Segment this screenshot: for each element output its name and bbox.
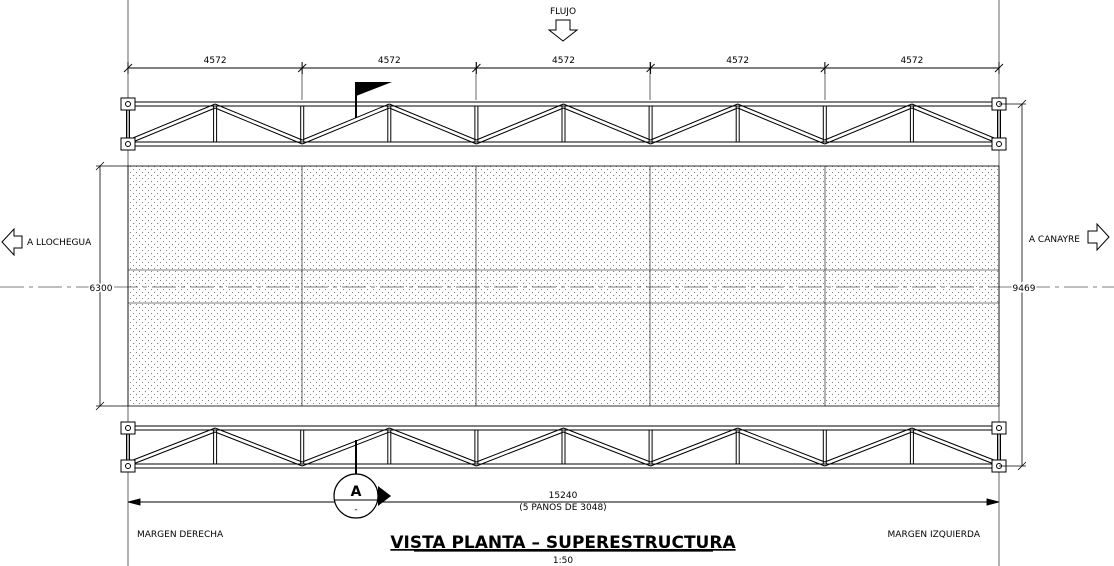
total-width-label: 9469 [1013, 284, 1036, 294]
truss-bottom [120, 421, 1007, 473]
section-letter: A [351, 484, 362, 500]
left-bank-label: MARGEN DERECHA [137, 530, 224, 540]
left-arrow-icon [1, 227, 23, 257]
section-marker: A - [333, 440, 391, 519]
left-direction-label: A LLOCHEGUA [27, 238, 92, 248]
span-dimension-label: 4572 [552, 56, 575, 66]
deck-width-dimension [95, 161, 128, 411]
section-arrow-icon [378, 486, 391, 506]
deck-width-label: 6300 [90, 284, 113, 294]
right-direction-label: A CANAYRE [1029, 235, 1080, 245]
span-dimension-label: 4572 [900, 56, 923, 66]
total-length-note: (5 PAÑOS DE 3048) [519, 502, 606, 513]
deck-slab [127, 165, 1000, 407]
total-length-label: 15240 [549, 491, 578, 501]
span-dimension-label: 4572 [726, 56, 749, 66]
span-dimension-label: 4572 [204, 56, 227, 66]
drawing-title: VISTA PLANTA – SUPERESTRUCTURA [390, 533, 736, 553]
flow-label: FLUJO [550, 7, 576, 17]
flow-arrow-icon [547, 19, 579, 42]
span-dimension-label: 4572 [378, 56, 401, 66]
drawing-scale: 1:50 [553, 556, 573, 566]
bottom-dimension-line [127, 498, 1000, 506]
right-arrow-icon [1087, 222, 1110, 252]
section-sheet: - [354, 505, 357, 515]
total-width-dimension [999, 99, 1027, 471]
top-dimension-ticks [123, 62, 1004, 74]
flag-marker-icon [355, 82, 392, 118]
truss-top [120, 97, 1007, 151]
right-bank-label: MARGEN IZQUIERDA [888, 530, 981, 540]
